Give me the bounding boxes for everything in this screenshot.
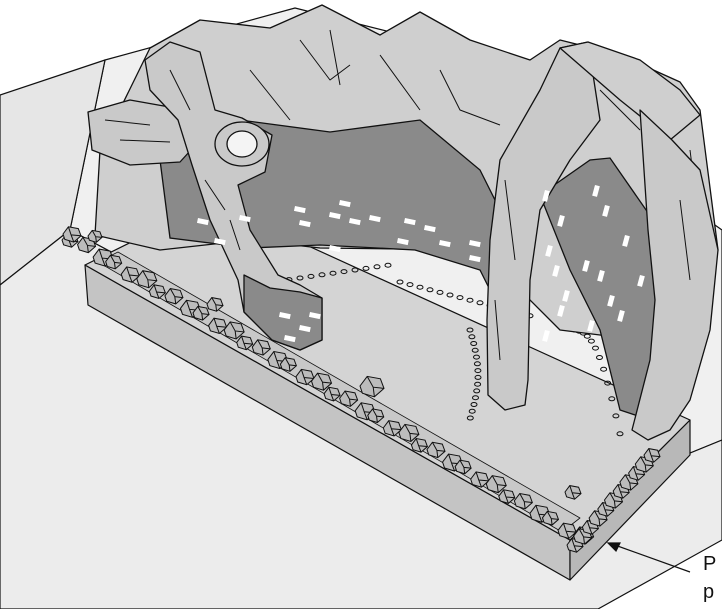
callout-label: Pp [703, 550, 716, 606]
log-cut-end-inner [227, 131, 257, 157]
callout-label-line2: p [703, 581, 714, 603]
callout-label-line1: P [703, 553, 716, 575]
